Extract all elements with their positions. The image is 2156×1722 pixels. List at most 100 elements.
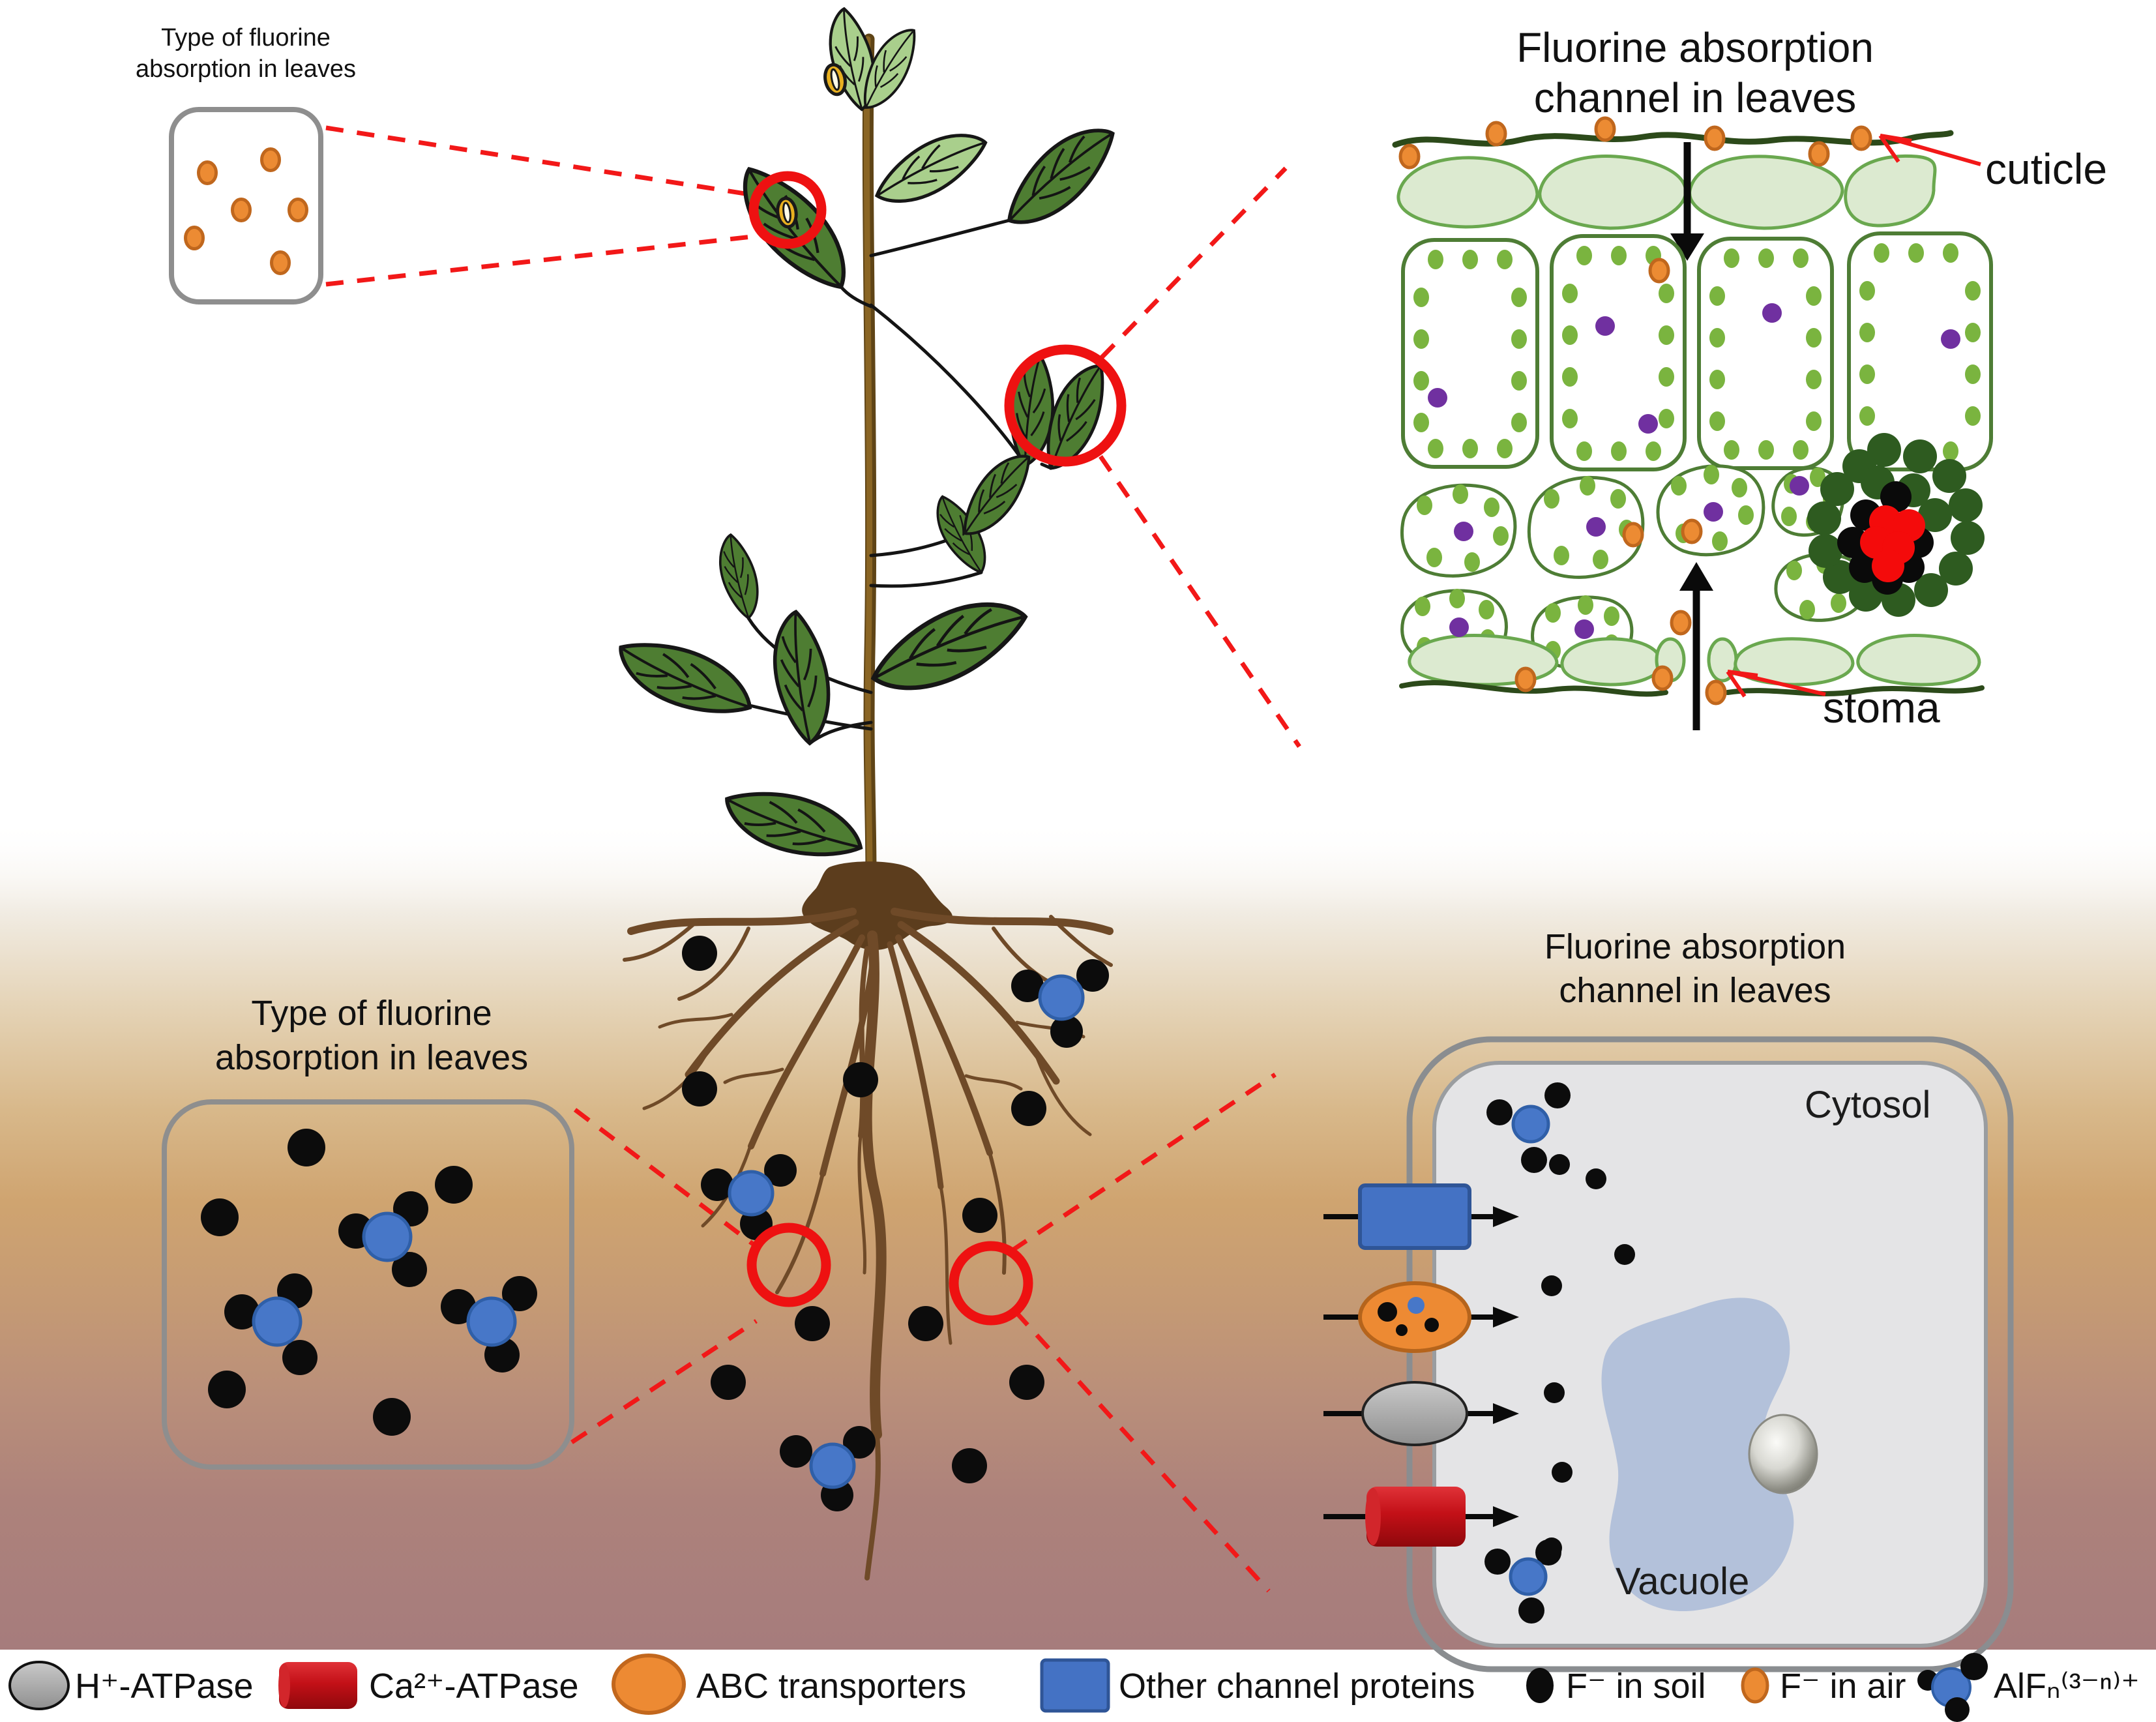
chloroplast-dot	[1593, 550, 1608, 569]
cell-fluoride-dots	[1484, 1082, 1635, 1624]
chloroplast-dot	[1943, 441, 1958, 461]
vein-cell-dot	[1820, 472, 1854, 506]
f-soil-dots-field	[682, 936, 1109, 1511]
legend-abc-label: ABC transporters	[696, 1667, 966, 1706]
alf-al-dot	[728, 1170, 775, 1217]
vein-cell-dot	[1949, 488, 1983, 522]
chloroplast-dot	[1610, 489, 1626, 509]
cytosol-label: Cytosol	[1805, 1084, 1930, 1126]
f-air-dot	[1705, 679, 1727, 705]
alf-al-dot	[362, 1211, 413, 1262]
f-air-dot	[231, 198, 252, 222]
f-soil-dot	[962, 1198, 997, 1233]
vein-cell-dot	[1932, 459, 1966, 493]
alf-f-dot	[441, 1289, 476, 1324]
f-air-dot	[270, 250, 291, 275]
f-soil-dot	[288, 1129, 325, 1166]
vacuole	[1601, 1298, 1794, 1612]
panel-leaf-title-line1: Fluorine absorption	[1516, 24, 1874, 71]
stoma-label: stoma	[1823, 683, 1940, 732]
leaf-stoma-icon	[776, 196, 798, 229]
chloroplast-dot	[1671, 476, 1687, 496]
chloroplast-dot	[1793, 440, 1809, 460]
chloroplast-dot	[1511, 371, 1527, 391]
chloroplast-dot	[1544, 489, 1559, 509]
f-soil-dot	[1544, 1382, 1565, 1403]
lower-cuticle-line	[1399, 680, 1668, 697]
chloroplast-dot	[1965, 281, 1981, 301]
cuticle-arrow	[1878, 134, 1981, 166]
ca-atpase-icon	[1365, 1487, 1466, 1547]
chloroplast-dot	[1428, 439, 1443, 458]
chloroplast-dot	[1646, 441, 1661, 461]
alf-f-dot	[502, 1276, 537, 1311]
chloroplast-dot	[1965, 406, 1981, 426]
f-soil-dot	[908, 1306, 943, 1341]
abc-transporter-icon	[1358, 1281, 1471, 1353]
alf-al-dot	[1038, 974, 1085, 1021]
chloroplast-dot	[1709, 286, 1725, 306]
f-air-dot	[288, 198, 308, 222]
chloroplast-dot	[1479, 600, 1494, 619]
circle-root-left	[746, 1223, 831, 1307]
alf-f-dot	[224, 1294, 259, 1329]
panel-leaf-section: Fluorine absorption channel in leaves	[1392, 24, 2107, 732]
chloroplast-dot	[1965, 364, 1981, 384]
stem-highlight	[863, 36, 873, 877]
chloroplast-dot	[1781, 507, 1797, 526]
chloroplast-dot	[1758, 440, 1774, 460]
chloroplast-dot	[1511, 413, 1527, 432]
alf-f-dot	[1544, 1082, 1571, 1108]
vein-cell-dot	[1809, 534, 1842, 568]
nucleus-sphere	[1748, 1414, 1818, 1494]
f-soil-dot	[843, 1062, 878, 1097]
chloroplast-dot	[1426, 548, 1442, 567]
f-air-dot	[1594, 116, 1616, 142]
chloroplast-dot	[1562, 284, 1578, 303]
alf-f-dot	[1486, 1099, 1513, 1125]
purple-dot	[1428, 388, 1447, 408]
f-soil-dot	[1011, 1091, 1046, 1126]
f-air-dots-leaf	[1398, 116, 1872, 705]
f-air-dot	[1485, 121, 1507, 147]
vacuole-label: Vacuole	[1616, 1560, 1749, 1603]
alf-f-dot	[392, 1252, 427, 1287]
chloroplast-dot	[1712, 531, 1728, 551]
chloroplast-dot	[1659, 367, 1674, 387]
purple-dot	[1704, 502, 1723, 522]
chloroplast-dot	[1497, 250, 1513, 269]
chloroplast-dot	[1709, 370, 1725, 389]
chloroplast-dot	[1562, 409, 1578, 428]
f-soil-dot	[373, 1398, 411, 1436]
chloroplast-dot	[1464, 552, 1480, 572]
alf-al-dot	[1509, 1557, 1548, 1596]
chloroplast-dot	[1732, 478, 1747, 497]
chloroplast-dot	[1806, 286, 1822, 306]
legend-f-air-label: F⁻ in air	[1780, 1667, 1906, 1706]
plant	[609, 5, 1129, 880]
arrow-down-into-leaf	[1670, 142, 1704, 261]
legend-h-atpase-label: H⁺-ATPase	[75, 1667, 254, 1706]
chloroplast-dot	[1484, 497, 1499, 517]
f-air-dot	[1648, 258, 1670, 284]
legend-alf-icon	[1917, 1653, 1988, 1722]
chloroplast-dot	[1462, 250, 1478, 269]
panel-soil-title-line1: Type of fluorine	[251, 994, 492, 1033]
f-air-dot	[1398, 143, 1421, 170]
chloroplast-dot	[1611, 246, 1627, 265]
chloroplast-dot	[1576, 246, 1592, 265]
vein-cell-dot	[1918, 498, 1952, 532]
chloroplast-dot	[1413, 413, 1429, 432]
chloroplast-dot	[1417, 496, 1432, 515]
chloroplast-dot	[1786, 561, 1802, 580]
f-soil-dot	[1614, 1244, 1635, 1265]
chloroplast-dot	[1724, 440, 1739, 460]
fluoride-accumulation-dot	[1880, 481, 1912, 512]
soil-box	[162, 1099, 574, 1470]
chloroplast-dot	[1554, 546, 1569, 565]
f-air-dot	[260, 147, 281, 172]
stoma-arrow	[1726, 670, 1826, 698]
chloroplast-dot	[1965, 323, 1981, 342]
purple-dot	[1449, 617, 1469, 637]
